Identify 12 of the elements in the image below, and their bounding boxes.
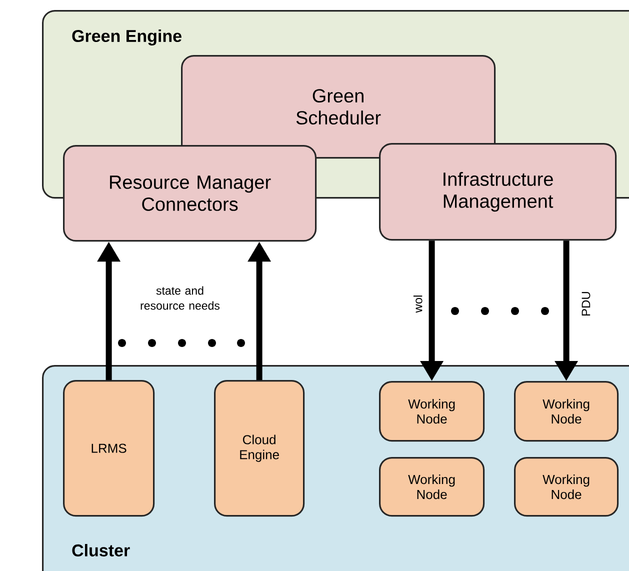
component-box: Working Node (514, 381, 619, 442)
component-box: Working Node (379, 381, 485, 442)
component-box: Working Node (514, 457, 619, 517)
note-text: state and resource needs (140, 286, 220, 310)
component-box: Cloud Engine (214, 380, 305, 517)
component-box: Infrastructure Management (379, 143, 617, 241)
component-box: Green Scheduler (181, 55, 496, 159)
edge-label: PDU (582, 292, 590, 316)
component-box: LRMS (63, 380, 155, 517)
component-box: Working Node (379, 457, 485, 517)
component-box: Resource Manager Connectors (63, 145, 317, 242)
edge-label: wol (413, 296, 422, 313)
